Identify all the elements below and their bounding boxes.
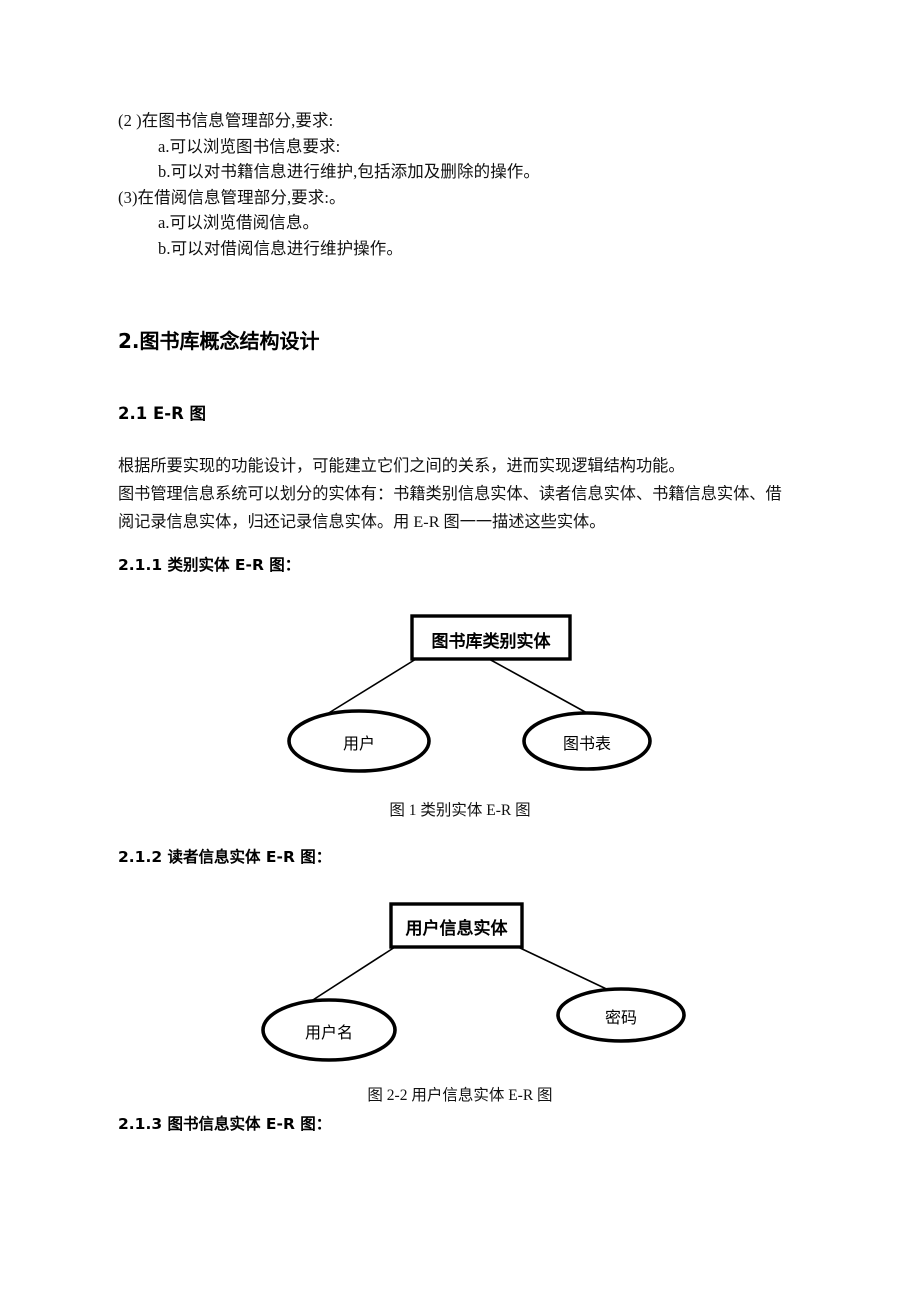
er-attribute-ellipse — [261, 998, 397, 1062]
er-diagram-graphic — [261, 902, 686, 1062]
paragraph-line: 图书管理信息系统可以划分的实体有：书籍类别信息实体、读者信息实体、书籍信息实体、… — [118, 485, 782, 503]
section-heading-level-2: 2.1 E-R 图 — [118, 404, 207, 423]
section-heading-level-1: 2.图书库概念结构设计 — [118, 329, 320, 353]
er-attribute-ellipse — [522, 711, 652, 771]
requirement-line: b.可以对书籍信息进行维护,包括添加及删除的操作。 — [158, 162, 540, 181]
er-connector-line — [517, 946, 618, 995]
body-paragraph: 根据所要实现的功能设计，可能建立它们之间的关系，进而实现逻辑结构功能。 图书管理… — [118, 452, 808, 536]
requirements-list: (2 )在图书信息管理部分,要求: a.可以浏览图书信息要求: b.可以对书籍信… — [118, 108, 818, 261]
section-heading-level-3: 2.1.1 类别实体 E-R 图： — [118, 556, 301, 574]
er-connector-line — [488, 658, 588, 714]
paragraph-line: 阅记录信息实体，归还记录信息实体。用 E-R 图一一描述这些实体。 — [118, 513, 606, 531]
section-heading-level-3: 2.1.2 读者信息实体 E-R 图： — [118, 848, 332, 866]
er-connector-line — [318, 658, 417, 720]
er-diagram-graphic — [287, 614, 652, 773]
er-entity-rect — [389, 902, 524, 949]
er-attribute-ellipse — [556, 987, 686, 1043]
requirement-line: (3)在借阅信息管理部分,要求:。 — [118, 187, 346, 207]
er-connector-line — [301, 946, 396, 1008]
er-entity-rect — [410, 614, 572, 661]
er-diagram-user-entity: 用户信息实体 用户名 密码 — [255, 895, 695, 1070]
requirement-line: (2 )在图书信息管理部分,要求: — [118, 111, 334, 130]
paragraph-line: 根据所要实现的功能设计，可能建立它们之间的关系，进而实现逻辑结构功能。 — [118, 457, 685, 475]
figure-caption: 图 2-2 用户信息实体 E-R 图 — [367, 1087, 553, 1104]
requirement-line: a.可以浏览图书信息要求: — [158, 136, 341, 156]
section-heading-level-3: 2.1.3 图书信息实体 E-R 图： — [118, 1115, 332, 1133]
er-diagram-category-entity: 图书库类别实体 用户 图书表 — [270, 600, 670, 785]
er-attribute-ellipse — [287, 709, 431, 773]
requirement-line: b.可以对借阅信息进行维护操作。 — [158, 238, 403, 258]
figure-caption: 图 1 类别实体 E-R 图 — [389, 802, 531, 819]
requirement-line: a.可以浏览借阅信息。 — [158, 213, 320, 232]
